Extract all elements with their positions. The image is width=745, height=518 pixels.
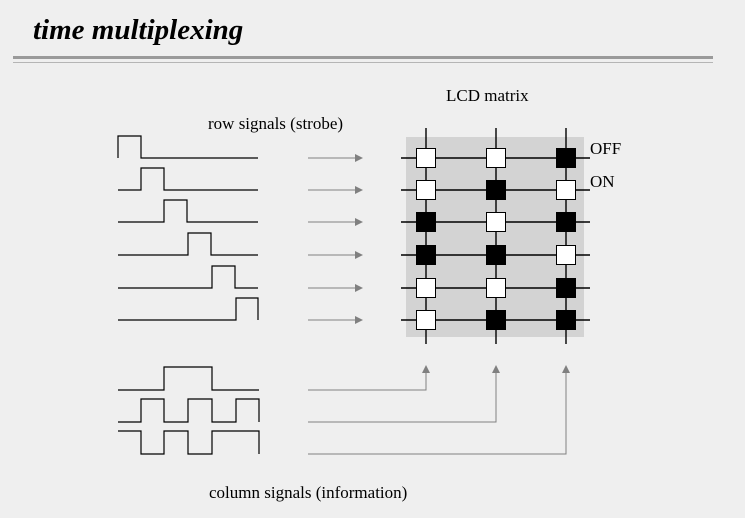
column-arrow-1 (308, 365, 430, 391)
title-divider-thin (13, 62, 713, 63)
pixel-r6-c3-on (556, 310, 576, 330)
column-signal-2 (118, 398, 260, 423)
pixel-r1-c1-off (416, 148, 436, 168)
column-signal-3 (118, 430, 260, 455)
row-signal-5 (118, 265, 258, 289)
row-signal-4 (118, 232, 258, 256)
column-arrow-3 (308, 365, 570, 455)
column-arrow-2 (308, 365, 500, 423)
row-signal-3 (118, 199, 258, 223)
row-signal-6 (118, 297, 259, 321)
pixel-r4-c3-off (556, 245, 576, 265)
pixel-r3-c2-off (486, 212, 506, 232)
pixel-r2-c2-on (486, 180, 506, 200)
pixel-r6-c1-off (416, 310, 436, 330)
pixel-r2-c1-off (416, 180, 436, 200)
matrix-panel (406, 137, 584, 337)
page-title: time multiplexing (33, 14, 244, 46)
row-signal-1 (117, 135, 258, 159)
pixel-r1-c2-off (486, 148, 506, 168)
pixel-r5-c2-off (486, 278, 506, 298)
on-label: ON (590, 172, 615, 191)
title-divider (13, 56, 713, 59)
column-signal-1 (118, 366, 259, 391)
off-label: OFF (590, 139, 622, 158)
pixel-r3-c1-on (416, 212, 436, 232)
lcd-matrix-label: LCD matrix (446, 86, 529, 105)
pixel-r6-c2-on (486, 310, 506, 330)
column-signals-label: column signals (information) (209, 483, 408, 502)
pixel-r2-c3-off (556, 180, 576, 200)
pixel-r3-c3-on (556, 212, 576, 232)
pixel-r4-c2-on (486, 245, 506, 265)
pixel-r5-c3-on (556, 278, 576, 298)
pixel-r5-c1-off (416, 278, 436, 298)
pixel-r4-c1-on (416, 245, 436, 265)
row-signal-2 (118, 167, 258, 191)
pixel-r1-c3-on (556, 148, 576, 168)
row-signals-label: row signals (strobe) (208, 114, 344, 133)
